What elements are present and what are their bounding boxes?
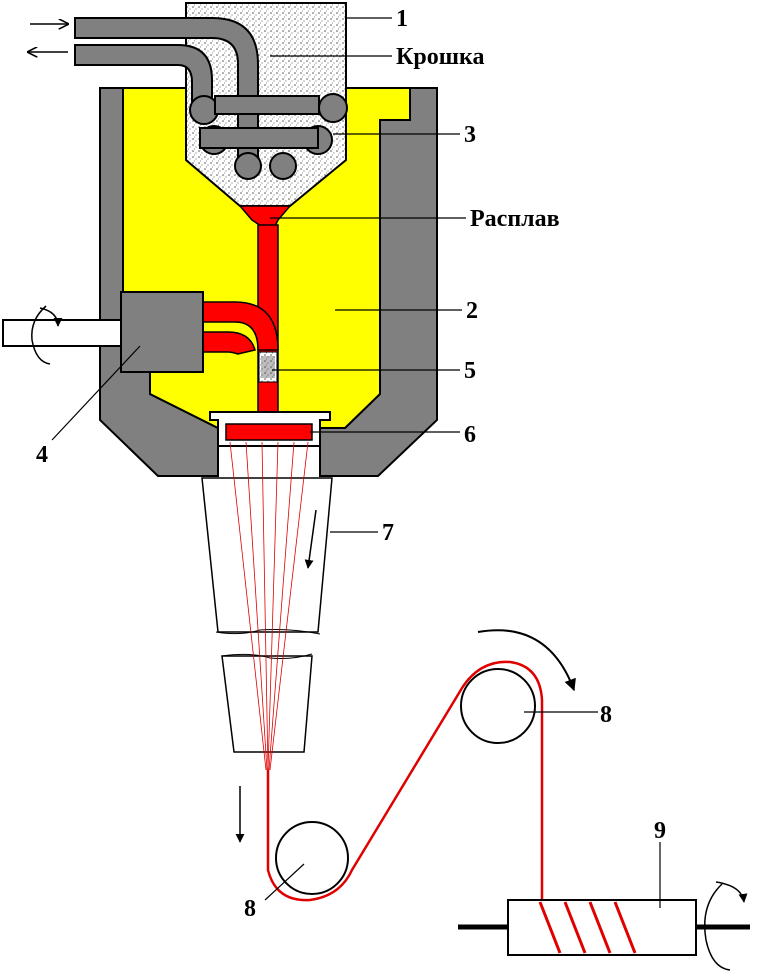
- label-8-upper: 8: [600, 702, 612, 728]
- rotation-arrow-icon: [31, 305, 51, 365]
- label-rasplav: Расплав: [470, 206, 560, 232]
- label-5: 5: [464, 358, 476, 384]
- gear-pump: [120, 291, 204, 373]
- melt-bypass-loop-lower: [202, 331, 256, 355]
- label-8-lower: 8: [244, 896, 256, 922]
- thread: [266, 660, 544, 902]
- label-krosh: Крошка: [396, 44, 484, 70]
- winding-bobbin: [507, 899, 697, 956]
- label-6: 6: [464, 422, 476, 448]
- melt-bypass-loop: [202, 301, 279, 351]
- spinneret-plate: [225, 423, 313, 441]
- label-3: 3: [464, 122, 476, 148]
- label-1: 1: [396, 6, 408, 32]
- label-4: 4: [36, 442, 48, 468]
- wound-thread: [538, 901, 637, 954]
- rotation-arrow-icon: [477, 629, 576, 692]
- filter: [258, 351, 278, 383]
- rotation-arrow-icon: [704, 883, 731, 971]
- drive-shaft: [2, 319, 124, 347]
- cooling-shaft-upper: [201, 477, 333, 633]
- label-7: 7: [382, 520, 394, 546]
- godet-roller: [275, 821, 349, 895]
- cooling-coil: [189, 93, 348, 180]
- label-2: 2: [466, 298, 478, 324]
- label-9: 9: [654, 818, 666, 844]
- godet-roller-upper: [460, 668, 536, 744]
- filaments: [229, 441, 309, 771]
- arrow-icon: [304, 509, 317, 569]
- leader-lines: [51, 17, 661, 908]
